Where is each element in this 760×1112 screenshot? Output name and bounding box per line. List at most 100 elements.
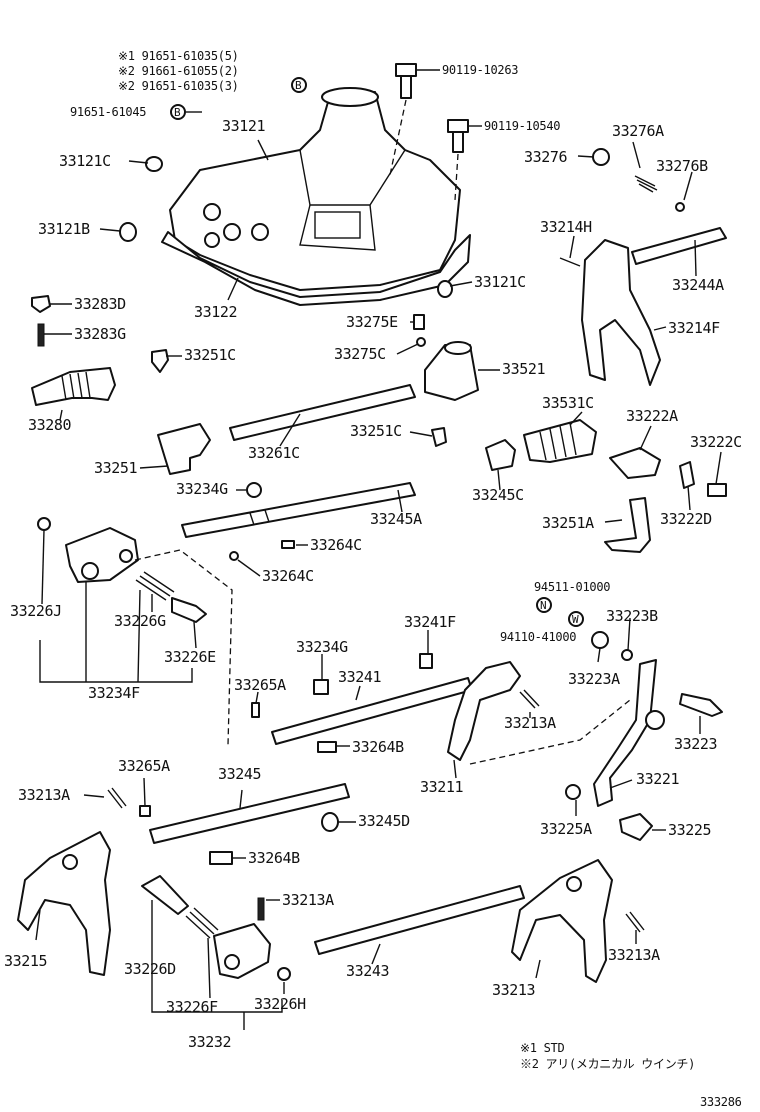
figure-code: 333286 [700,1095,742,1109]
label-33234g-a: 33234G [176,480,228,498]
label-33245c: 33245C [472,486,524,504]
ball-33264c-b [229,551,239,561]
plug-33121c-a [145,156,163,172]
cover-33121 [169,87,461,291]
label-33280: 33280 [28,416,72,434]
label-33234g-b: 33234G [296,638,348,656]
collar-33245c [485,439,516,471]
label-33213a-c: 33213A [282,891,334,909]
leader-lines [35,69,722,1030]
shaft-33244a [631,227,727,265]
shaft-33245a [181,482,416,538]
label-33275c: 33275C [334,345,386,363]
bolt-90119-10540 [447,119,469,201]
bolt-33223 [679,693,723,717]
label-33121c-a: 33121C [59,152,111,170]
label-33276b: 33276B [656,157,708,175]
bracket-33222a [609,447,661,479]
label-note-c: ※2 91651-61035(3) [118,79,239,93]
label-33226j: 33226J [10,602,62,620]
spring-33275e [413,314,425,330]
label-33222a: 33222A [626,407,678,425]
label-94110: 94110-41000 [500,630,576,644]
label-33243: 33243 [346,962,389,980]
label-33214h: 33214H [540,218,592,236]
label-33264c-a: 33264C [310,536,362,554]
head-33232 [213,923,271,979]
shaft-33245 [149,783,350,844]
label-33234f: 33234F [88,684,140,702]
fork-33213 [511,859,613,983]
label-33283d: 33283D [74,295,126,313]
spring-33226g [135,571,175,601]
pin-33213a-c [257,897,265,921]
plunger-33226d [141,875,189,915]
label-33265a-b: 33265A [118,757,170,775]
label-33223b: 33223B [606,607,658,625]
head-33521 [424,344,479,401]
shaft-33241 [271,677,473,745]
marker-b1: B [295,79,302,92]
fork-33215 [17,831,111,976]
pin-33225 [619,813,653,841]
ball-33276b [675,202,685,212]
sleeve-33531c [523,419,597,463]
label-33251c-b: 33251C [350,422,402,440]
marker-b2: B [174,106,181,119]
label-33251a: 33251A [542,514,594,532]
label-33222c: 33222C [690,433,742,451]
label-33232: 33232 [188,1033,231,1051]
label-33264b-b: 33264B [248,849,300,867]
label-33261c: 33261C [248,444,300,462]
washer-33225a [565,784,581,800]
lever-33251a [604,497,651,553]
label-33251: 33251 [94,459,138,477]
pin-33234g-a [246,482,262,498]
label-33226g: 33226G [114,612,166,630]
bolt-33251c-b [431,427,447,447]
label-33264b-a: 33264B [352,738,404,756]
label-33213a-b: 33213A [18,786,70,804]
label-33251c-a: 33251C [184,346,236,364]
label-33276: 33276 [524,148,568,166]
marker-w: W [572,613,579,626]
marker-ring-94511 [536,597,552,613]
pin-33241f [419,653,433,669]
label-33222d: 33222D [660,510,712,528]
pin-33264b-b [209,851,233,865]
label-33226e: 33226E [164,648,216,666]
label-33211: 33211 [420,778,464,796]
label-33122: 33122 [194,303,237,321]
label-33275e: 33275E [346,313,398,331]
bolt-33222c [707,483,727,497]
label-33225: 33225 [668,821,711,839]
ball-33275c [416,337,426,347]
marker-ring-94110 [568,611,584,627]
arm-33221 [593,659,657,807]
label-33121b: 33121B [38,220,90,238]
label-90119-10540: 90119-10540 [484,119,560,133]
label-33213: 33213 [492,981,535,999]
label-33241f: 33241F [404,613,456,631]
label-33223a: 33223A [568,670,620,688]
labels: ※1 91651-61035(5) ※2 91661-61055(2) ※2 9… [4,49,742,1109]
pin-33234g-b [313,679,329,695]
label-33221: 33221 [636,770,680,788]
label-33213a-d: 33213A [608,946,660,964]
label-91651-61045: 91651-61045 [70,105,146,119]
spring-33213a-b [107,787,127,809]
label-33265a-a: 33265A [234,676,286,694]
pin-33283g [37,323,45,347]
plug-33276 [592,148,610,166]
label-33521: 33521 [502,360,546,378]
spring-33213a-d [625,911,645,933]
pin-33264c-a [281,540,295,549]
head-33251 [157,423,211,475]
pin-33264b-a [317,741,337,753]
label-33244a: 33244A [672,276,724,294]
label-33245a: 33245A [370,510,422,528]
label-33121: 33121 [222,117,266,135]
clip-33223b [621,649,633,661]
fork-33211 [447,661,521,761]
